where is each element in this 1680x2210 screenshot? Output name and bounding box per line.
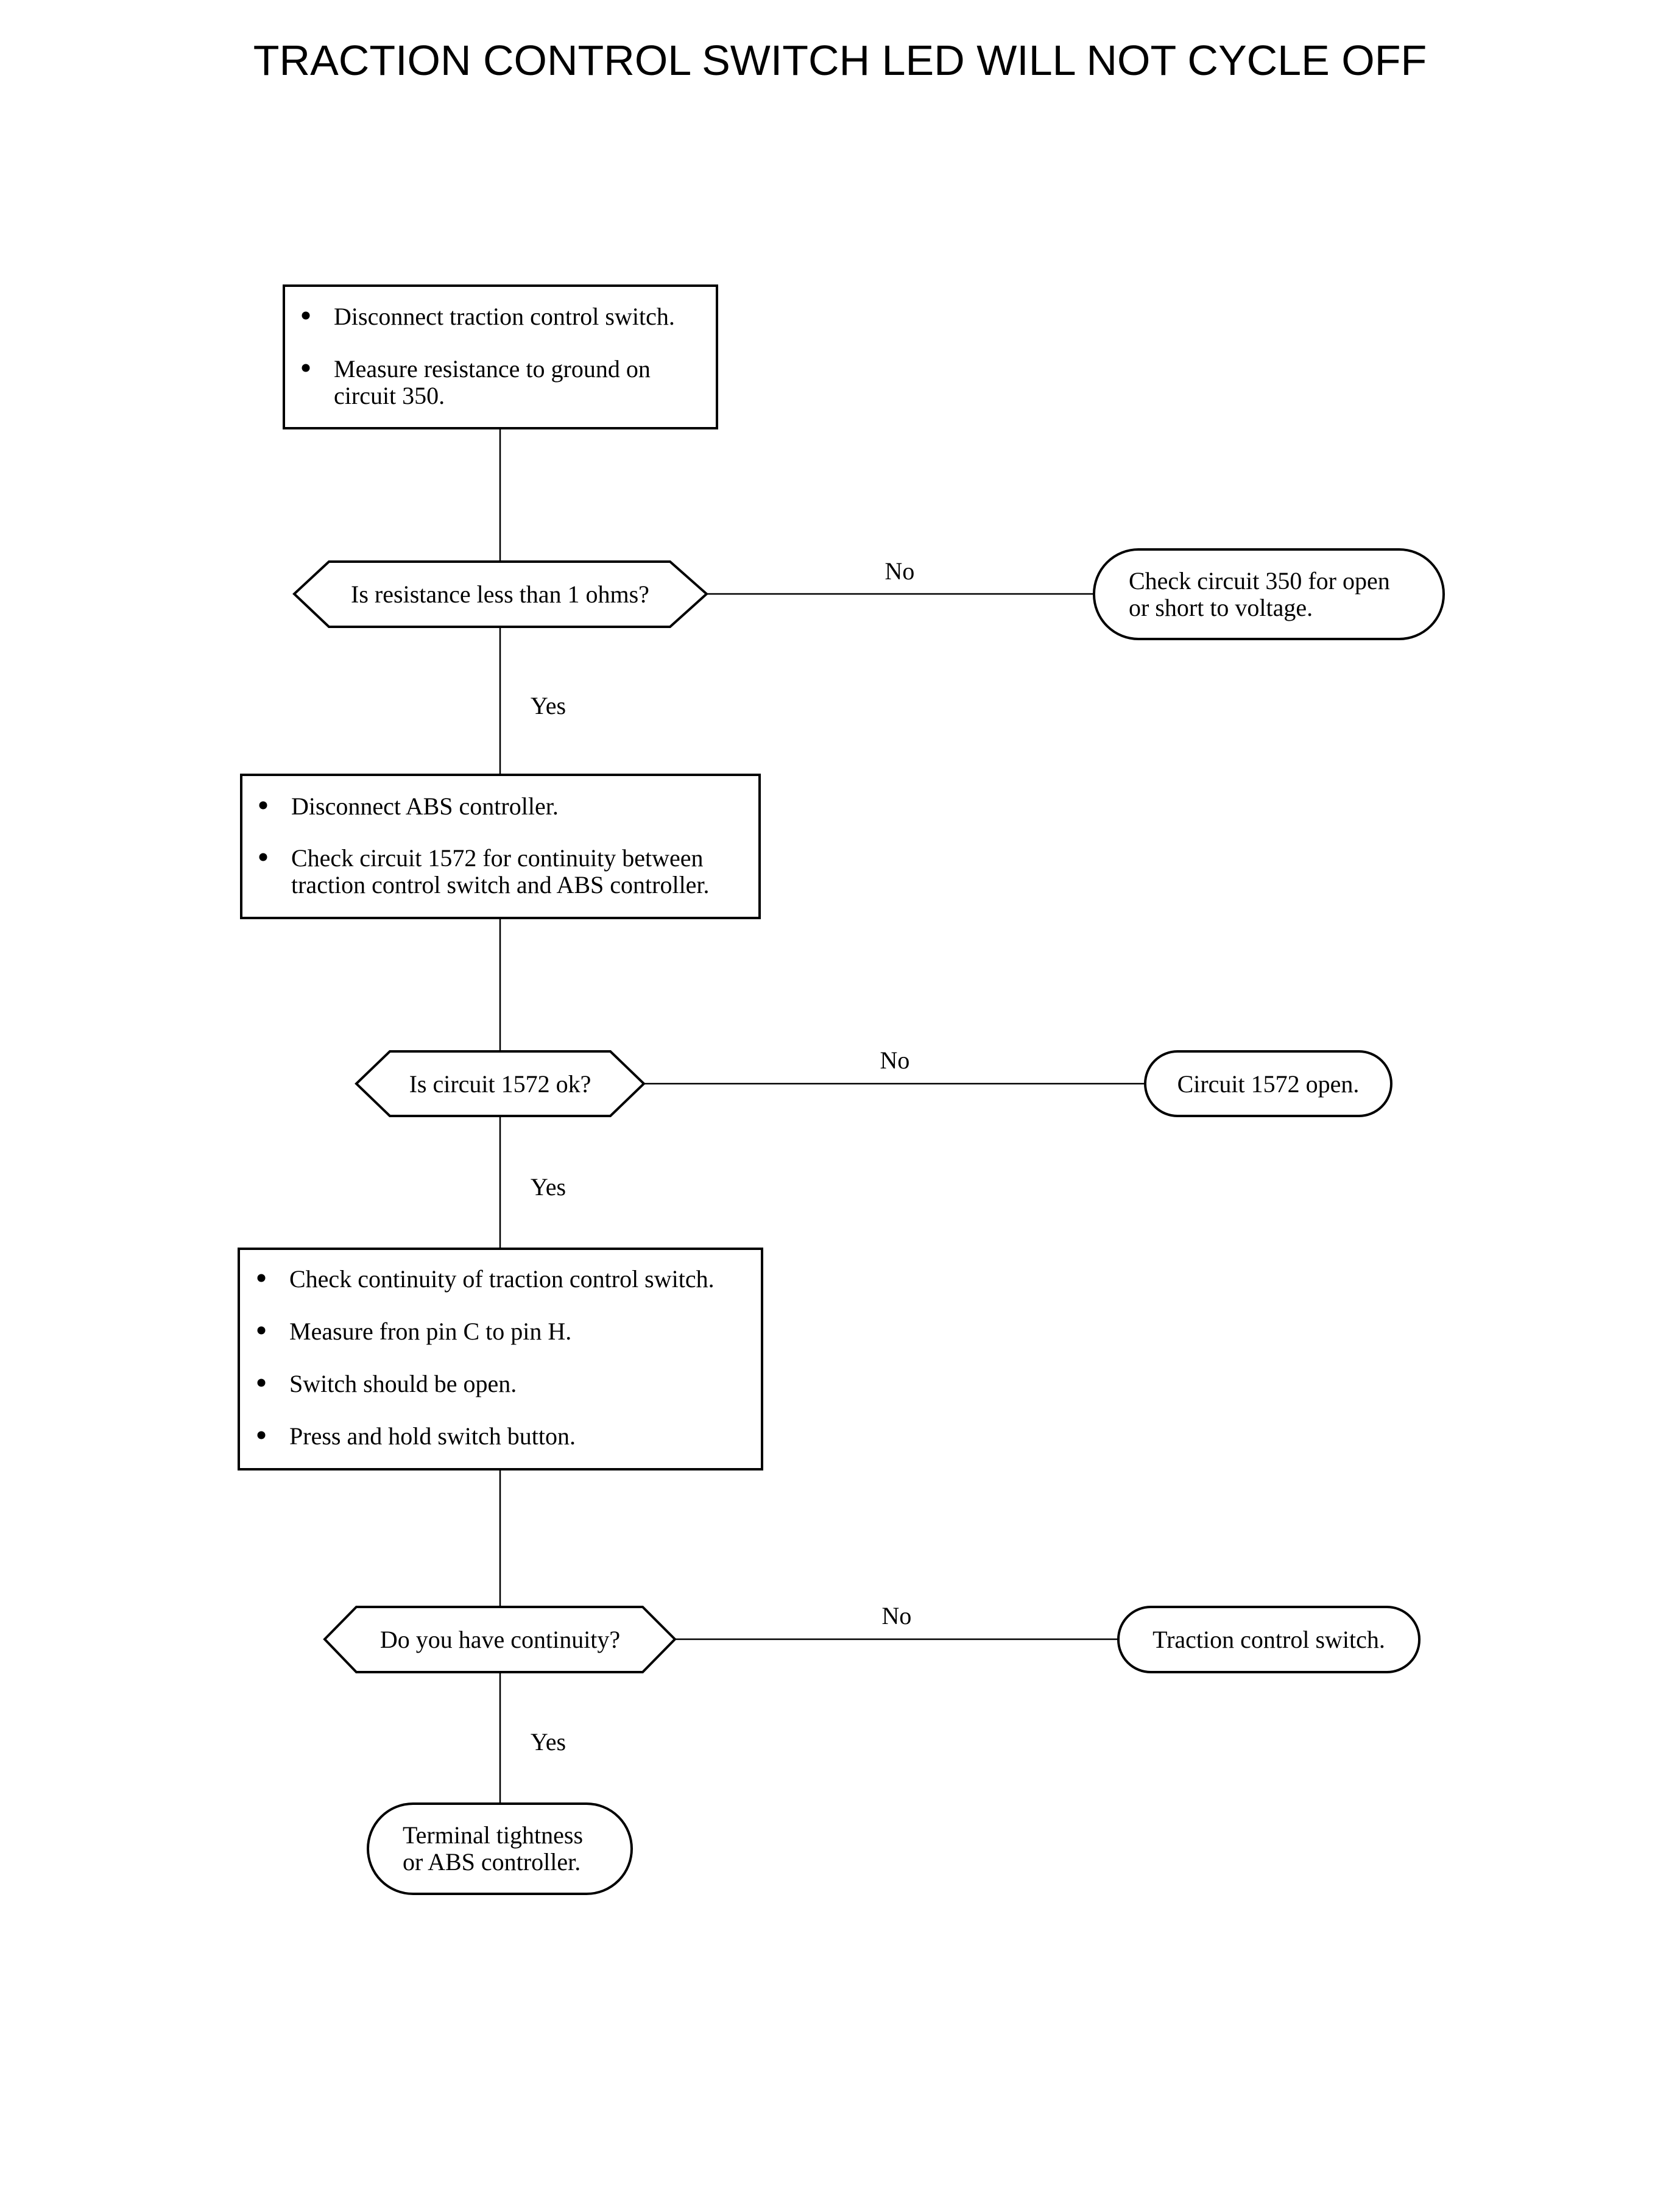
bullet-icon	[302, 364, 310, 372]
step-box-2: Disconnect ABS controller. Check circuit…	[240, 774, 761, 919]
bullet-icon	[259, 853, 267, 861]
decision-1-yes-label: Yes	[531, 692, 566, 719]
step-3-line-1: Check continuity of traction control swi…	[289, 1265, 715, 1293]
step-2-line-3: traction control switch and ABS controll…	[291, 871, 710, 898]
outcome-1-line-2: or short to voltage.	[1129, 594, 1313, 621]
decision-3-question: Do you have continuity?	[380, 1626, 620, 1653]
decision-2-no-label: No	[880, 1047, 910, 1074]
step-1-line-1: Disconnect traction control switch.	[334, 303, 675, 330]
step-3-line-3: Switch should be open.	[289, 1370, 517, 1397]
decision-3: Do you have continuity?	[323, 1606, 677, 1673]
bullet-icon	[257, 1431, 266, 1439]
outcome-2-line-1: Circuit 1572 open.	[1177, 1070, 1360, 1098]
step-3-line-4: Press and hold switch button.	[289, 1422, 576, 1450]
decision-1-question: Is resistance less than 1 ohms?	[351, 581, 649, 608]
step-box-1: Disconnect traction control switch. Meas…	[283, 284, 718, 429]
page-title: TRACTION CONTROL SWITCH LED WILL NOT CYC…	[253, 37, 1427, 84]
step-3-line-2: Measure fron pin C to pin H.	[289, 1318, 571, 1345]
outcome-3: Traction control switch.	[1117, 1606, 1421, 1673]
decision-3-no-label: No	[882, 1602, 912, 1629]
step-1-line-3: circuit 350.	[334, 382, 445, 409]
decision-3-yes-label: Yes	[531, 1728, 566, 1756]
decision-2-yes-label: Yes	[531, 1173, 566, 1201]
step-2-line-2: Check circuit 1572 for continuity betwee…	[291, 844, 703, 872]
decision-2: Is circuit 1572 ok?	[355, 1050, 646, 1117]
bullet-icon	[257, 1274, 266, 1282]
step-box-3: Check continuity of traction control swi…	[238, 1248, 763, 1470]
outcome-3-line-1: Traction control switch.	[1152, 1626, 1385, 1653]
outcome-1-line-1: Check circuit 350 for open	[1129, 567, 1390, 595]
step-1-line-2: Measure resistance to ground on	[334, 355, 651, 383]
bullet-icon	[302, 311, 310, 320]
decision-2-question: Is circuit 1572 ok?	[409, 1070, 591, 1098]
bullet-icon	[259, 801, 267, 810]
outcome-4-line-1: Terminal tightness	[403, 1821, 583, 1849]
outcome-4: Terminal tightness or ABS controller.	[367, 1802, 633, 1895]
step-2-line-1: Disconnect ABS controller.	[291, 793, 559, 820]
bullet-icon	[257, 1326, 266, 1335]
decision-1: Is resistance less than 1 ohms?	[292, 560, 709, 628]
outcome-1: Check circuit 350 for open or short to v…	[1093, 548, 1445, 640]
outcome-4-line-2: or ABS controller.	[403, 1848, 581, 1876]
outcome-2: Circuit 1572 open.	[1144, 1050, 1392, 1117]
decision-1-no-label: No	[885, 557, 915, 585]
bullet-icon	[257, 1379, 266, 1387]
